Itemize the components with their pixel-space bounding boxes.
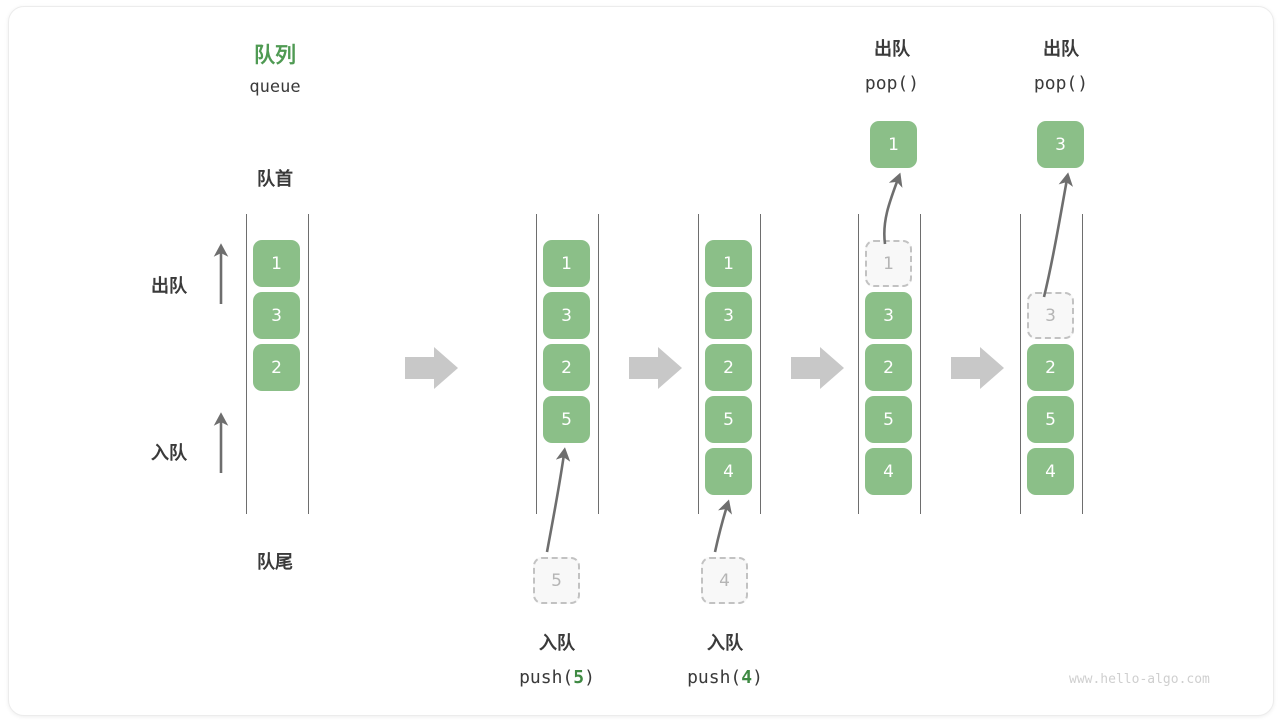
diagram-stage: 队列 queue 队首 队尾 出队 入队 1 3 2 1 3 2 5 5 入队 … [9, 7, 1273, 715]
pop-label-p4: 出队 pop() [809, 33, 975, 101]
pop-arrow-p5 [1042, 172, 1073, 298]
push-arrow-p3 [713, 499, 732, 553]
queue-cell: 2 [865, 344, 912, 391]
queue-cell: 3 [705, 292, 752, 339]
front-label: 队首 [257, 169, 293, 190]
push-label-p3: 入队 push(4) [642, 627, 808, 695]
queue-cell: 2 [705, 344, 752, 391]
queue-cell: 5 [1027, 396, 1074, 443]
popped-cell: 1 [870, 121, 917, 168]
pop-label-code: pop() [1033, 73, 1089, 94]
queue-rail-left-p3 [698, 214, 699, 514]
diagram-title-en: queue [249, 77, 301, 97]
watermark: www.hello-algo.com [1069, 672, 1210, 687]
push-arrow-p2 [545, 447, 571, 553]
queue-cell: 5 [705, 396, 752, 443]
queue-cell: 3 [543, 292, 590, 339]
queue-rail-left-p4 [858, 214, 859, 514]
flow-arrow-4 [951, 347, 1004, 389]
queue-rail-left-p2 [536, 214, 537, 514]
queue-cell: 1 [543, 240, 590, 287]
pop-ghost-cell: 3 [1027, 292, 1074, 339]
rear-label: 队尾 [257, 552, 293, 573]
arrows-overlay [213, 172, 1073, 553]
push-label-cn: 入队 [707, 633, 743, 654]
queue-rail-right-p4 [920, 214, 921, 514]
queue-cell: 4 [705, 448, 752, 495]
pop-label-p5: 出队 pop() [978, 33, 1144, 101]
pop-ghost-cell: 1 [865, 240, 912, 287]
diagram-title-cn: 队列 [254, 43, 296, 67]
pop-label-cn: 出队 [1043, 39, 1079, 60]
dequeue-side-label: 出队 [151, 276, 187, 297]
push-label-p2: 入队 push(5) [474, 627, 640, 695]
push-label-cn: 入队 [539, 633, 575, 654]
queue-cell: 2 [253, 344, 300, 391]
queue-rail-right-p2 [598, 214, 599, 514]
pop-label-cn: 出队 [874, 39, 910, 60]
push-ghost-cell: 5 [533, 557, 580, 604]
queue-cell: 2 [1027, 344, 1074, 391]
queue-rail-left-p1 [246, 214, 247, 514]
flow-arrow-1 [405, 347, 458, 389]
popped-cell: 3 [1037, 121, 1084, 168]
push-ghost-cell: 4 [701, 557, 748, 604]
queue-cell: 4 [865, 448, 912, 495]
queue-cell: 3 [865, 292, 912, 339]
queue-cell: 5 [543, 396, 590, 443]
queue-cell: 1 [253, 240, 300, 287]
enqueue-side-label: 入队 [151, 443, 187, 464]
queue-cell: 4 [1027, 448, 1074, 495]
queue-rail-left-p5 [1020, 214, 1021, 514]
pop-label-code: pop() [864, 73, 920, 94]
queue-cell: 2 [543, 344, 590, 391]
flow-arrow-2 [629, 347, 682, 389]
queue-cell: 3 [253, 292, 300, 339]
push-arg: 4 [741, 667, 753, 688]
queue-cell: 5 [865, 396, 912, 443]
diagram-card: 队列 queue 队首 队尾 出队 入队 1 3 2 1 3 2 5 5 入队 … [8, 6, 1274, 716]
queue-rail-right-p5 [1082, 214, 1083, 514]
queue-rail-right-p1 [308, 214, 309, 514]
queue-cell: 1 [705, 240, 752, 287]
push-label-code: push(5) [519, 667, 595, 688]
flow-arrow-3 [791, 347, 844, 389]
push-arg: 5 [573, 667, 585, 688]
queue-rail-right-p3 [760, 214, 761, 514]
push-label-code: push(4) [687, 667, 763, 688]
pop-arrow-p4 [883, 172, 903, 245]
